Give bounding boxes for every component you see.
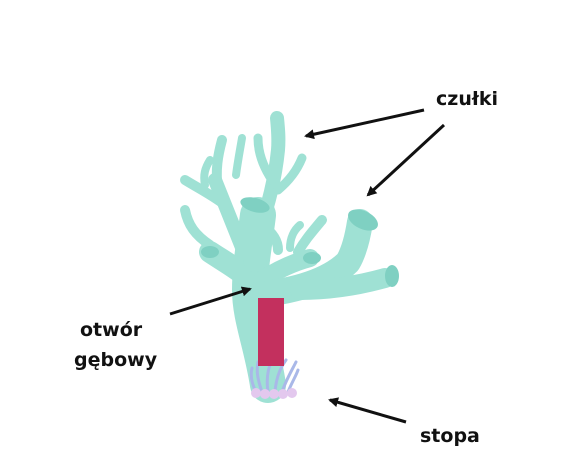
mouth-opening xyxy=(258,298,284,366)
branch-right-big xyxy=(245,209,373,308)
branch-right-inner-up2 xyxy=(286,221,304,252)
tube-rim-top xyxy=(240,197,270,213)
arrow-tentacles-1 xyxy=(304,108,425,140)
arrow-mouth xyxy=(169,286,252,316)
label-mouth-line2: gębowy xyxy=(74,349,158,371)
tube-rim-right xyxy=(348,209,378,231)
label-mouth-line1: otwór xyxy=(80,319,143,341)
branch-right-inner-up xyxy=(293,215,327,257)
foot xyxy=(249,358,300,399)
branch-left-upper-d xyxy=(200,156,214,189)
arrows xyxy=(169,108,446,424)
label-foot: stopa xyxy=(420,425,480,447)
arrow-tentacles-2 xyxy=(366,123,446,197)
tube-openings xyxy=(201,197,399,287)
label-tentacles: czułki xyxy=(436,88,499,110)
branch-left-upper-a xyxy=(180,175,230,210)
branch-right-low xyxy=(290,268,395,300)
branch-center-a xyxy=(253,133,277,185)
arrow-foot xyxy=(328,397,407,424)
branch-left-upper-e xyxy=(232,134,246,179)
branch-left-upper-c xyxy=(180,205,215,250)
tube-rim-right-low xyxy=(385,265,399,287)
tube-rim-inner xyxy=(303,252,321,264)
branch-center-b xyxy=(273,153,307,195)
branch-left-upper-b xyxy=(211,135,227,195)
tube-rim-left xyxy=(201,246,219,258)
